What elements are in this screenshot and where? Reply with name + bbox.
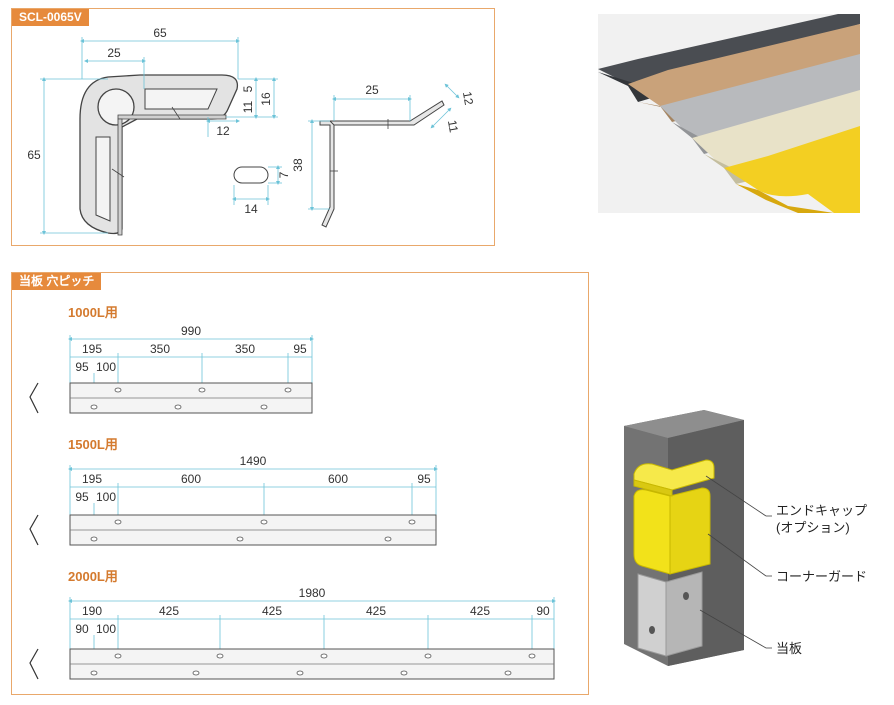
- profile-drawing-panel: SCL-0065V 65: [11, 8, 495, 246]
- seg-1000l-2: 350: [150, 342, 170, 356]
- assembly-illustration: エンドキャップ (オプション) コーナーガード 当板: [624, 410, 867, 666]
- backing-plate-profile: [319, 100, 445, 228]
- dim-inner-25: 25: [107, 46, 121, 60]
- end-cap-note: (オプション): [776, 520, 850, 535]
- dim-bracket-25: 25: [365, 83, 379, 97]
- backing-plate-3d: [637, 571, 703, 657]
- row-label-2000l: 2000L用: [68, 569, 118, 584]
- sub-1000l-1: 95: [75, 360, 89, 374]
- sub-2000l-2: 100: [96, 622, 116, 636]
- product-photo: [598, 14, 860, 213]
- dim-16: 16: [259, 92, 273, 106]
- seg-1500l-1: 195: [82, 472, 102, 486]
- plate-section-icon: [29, 648, 39, 680]
- row-1000l: 1000L用 990 195 350 350 95 95 100: [29, 305, 314, 414]
- hole-pitch-drawing: 1000L用 990 195 350 350 95 95 100: [29, 305, 556, 680]
- corner-guard-profile: [79, 74, 239, 236]
- product-code-tag: SCL-0065V: [12, 9, 89, 26]
- dim-1-2: 12: [460, 91, 476, 107]
- seg-2000l-2: 425: [159, 604, 179, 618]
- seg-2000l-3: 425: [262, 604, 282, 618]
- seg-1500l-4: 95: [417, 472, 431, 486]
- seg-2000l-5: 425: [470, 604, 490, 618]
- seg-2000l-6: 90: [536, 604, 550, 618]
- slot-hole: [233, 166, 269, 184]
- corner-guard-label: コーナーガード: [776, 569, 867, 584]
- sub-1000l-2: 100: [96, 360, 116, 374]
- dim-5: 5: [241, 85, 255, 92]
- row-1500l: 1500L用 1490 195 600 600 95 95 100: [29, 437, 438, 546]
- total-1000l: 990: [181, 324, 201, 338]
- seg-1000l-1: 195: [82, 342, 102, 356]
- sub-2000l-1: 90: [75, 622, 89, 636]
- dim-12: 12: [216, 124, 230, 138]
- end-cap-3d: [633, 459, 715, 497]
- dim-7: 7: [277, 171, 291, 178]
- row-label-1500l: 1500L用: [68, 437, 118, 452]
- dim-11: 11: [241, 100, 255, 113]
- seg-1500l-2: 600: [181, 472, 201, 486]
- plate-section-icon: [29, 514, 39, 546]
- hole-pitch-tag: 当板 穴ピッチ: [12, 273, 102, 290]
- corner-guard-3d: [633, 487, 711, 575]
- hole-pitch-panel: 当板 穴ピッチ 1000L用 990 195 350 350 95 95 100: [11, 272, 589, 695]
- color-variants-image: [598, 14, 860, 213]
- seg-1000l-4: 95: [293, 342, 307, 356]
- total-2000l: 1980: [299, 586, 326, 600]
- dim-38: 38: [291, 158, 305, 172]
- seg-2000l-1: 190: [82, 604, 102, 618]
- sub-1500l-2: 100: [96, 490, 116, 504]
- sub-1500l-1: 95: [75, 490, 89, 504]
- total-1500l: 1490: [240, 454, 267, 468]
- dim-left-height: 65: [27, 148, 41, 162]
- row-label-1000l: 1000L用: [68, 305, 118, 320]
- dim-14: 14: [244, 202, 258, 216]
- profile-drawing: 65 25 65 11 5 16 12 25 12 11 38: [27, 26, 476, 236]
- dim-bracket-11: 11: [445, 119, 461, 134]
- end-cap-label: エンドキャップ: [776, 503, 867, 518]
- row-2000l: 2000L用 1980 190 425 425 425 425 90 90 10…: [29, 569, 556, 680]
- seg-1000l-3: 350: [235, 342, 255, 356]
- seg-2000l-4: 425: [366, 604, 386, 618]
- plate-section-icon: [29, 382, 39, 414]
- dim-top-width: 65: [153, 26, 167, 40]
- backing-plate-label: 当板: [776, 641, 802, 656]
- seg-1500l-3: 600: [328, 472, 348, 486]
